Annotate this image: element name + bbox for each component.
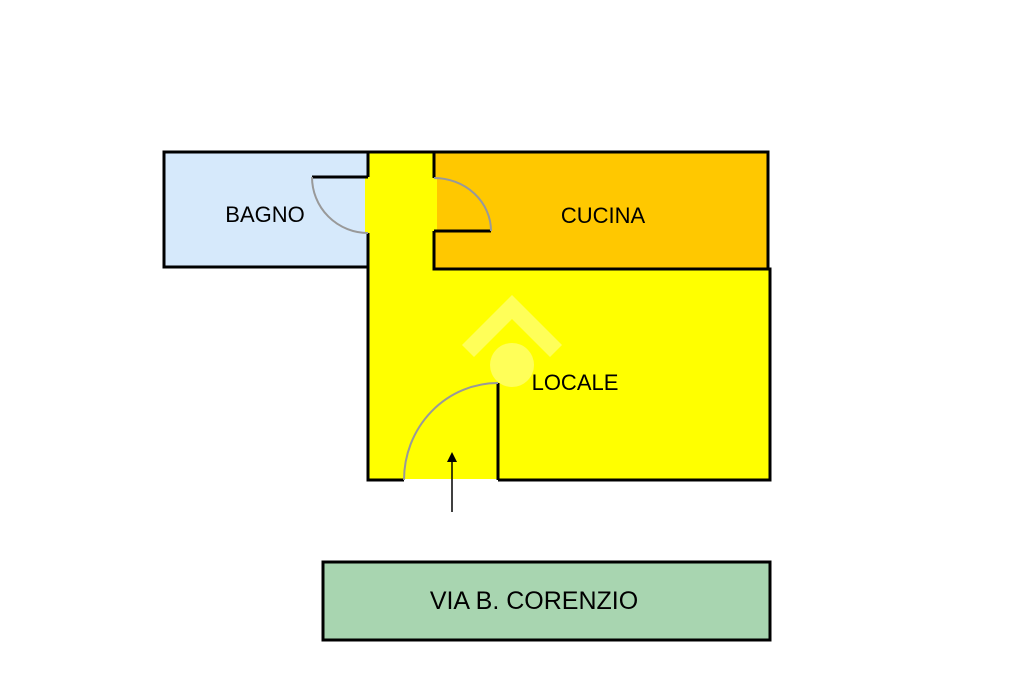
house-logo-icon bbox=[462, 295, 562, 387]
cucina-door-swing bbox=[433, 177, 492, 232]
bagno-door-opening bbox=[365, 177, 371, 233]
room-label-bagno: BAGNO bbox=[225, 202, 304, 227]
room-bagno bbox=[162, 150, 370, 269]
room-label-locale: LOCALE bbox=[532, 370, 619, 395]
entrance-opening bbox=[404, 476, 498, 484]
street-label: VIA B. CORENZIO bbox=[430, 587, 638, 615]
room-label-cucina: CUCINA bbox=[561, 203, 646, 228]
street-box bbox=[321, 560, 772, 642]
entrance-door-swing bbox=[403, 382, 499, 481]
cucina-door-opening bbox=[431, 178, 437, 231]
entrance-opening-fill bbox=[404, 470, 498, 479]
bagno-door-swing bbox=[311, 176, 369, 234]
arrow-up-icon bbox=[447, 452, 457, 512]
